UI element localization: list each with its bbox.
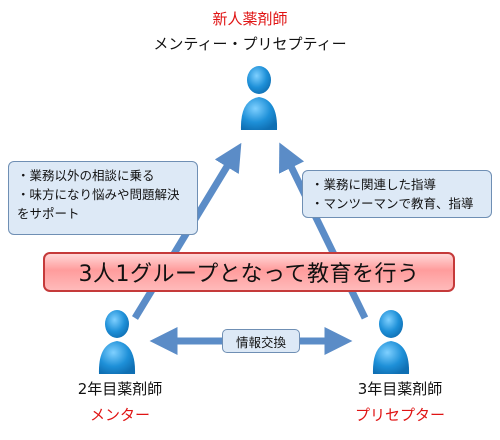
preceptor-subtitle: プリセプター <box>354 406 445 424</box>
mentor-role-note: ・業務以外の相談に乗る ・味方になり悩みや問題解決 をサポート <box>8 161 198 235</box>
preceptor-title: 3年目薬剤師 <box>357 380 443 398</box>
note-line: ・味方になり悩みや問題解決 <box>17 187 180 202</box>
person-icon-newcomer <box>240 66 278 130</box>
note-line: をサポート <box>17 206 80 221</box>
mentor-subtitle: メンター <box>89 406 150 424</box>
information-exchange-label: 情報交換 <box>222 329 300 353</box>
person-icon-mentor <box>98 310 136 374</box>
newcomer-title: 新人薬剤師 <box>212 10 288 28</box>
newcomer-subtitle: メンティー・プリセプティー <box>153 35 347 53</box>
note-line: ・業務以外の相談に乗る <box>17 168 155 183</box>
mentor-title: 2年目薬剤師 <box>77 380 163 398</box>
preceptor-role-note: ・業務に関連した指導 ・マンツーマンで教育、指導 <box>302 170 492 218</box>
note-line: ・業務に関連した指導 <box>311 177 437 192</box>
note-line: ・マンツーマンで教育、指導 <box>311 196 474 211</box>
group-education-banner: 3人1グループとなって教育を行う <box>43 252 455 292</box>
person-icon-preceptor <box>372 310 410 374</box>
